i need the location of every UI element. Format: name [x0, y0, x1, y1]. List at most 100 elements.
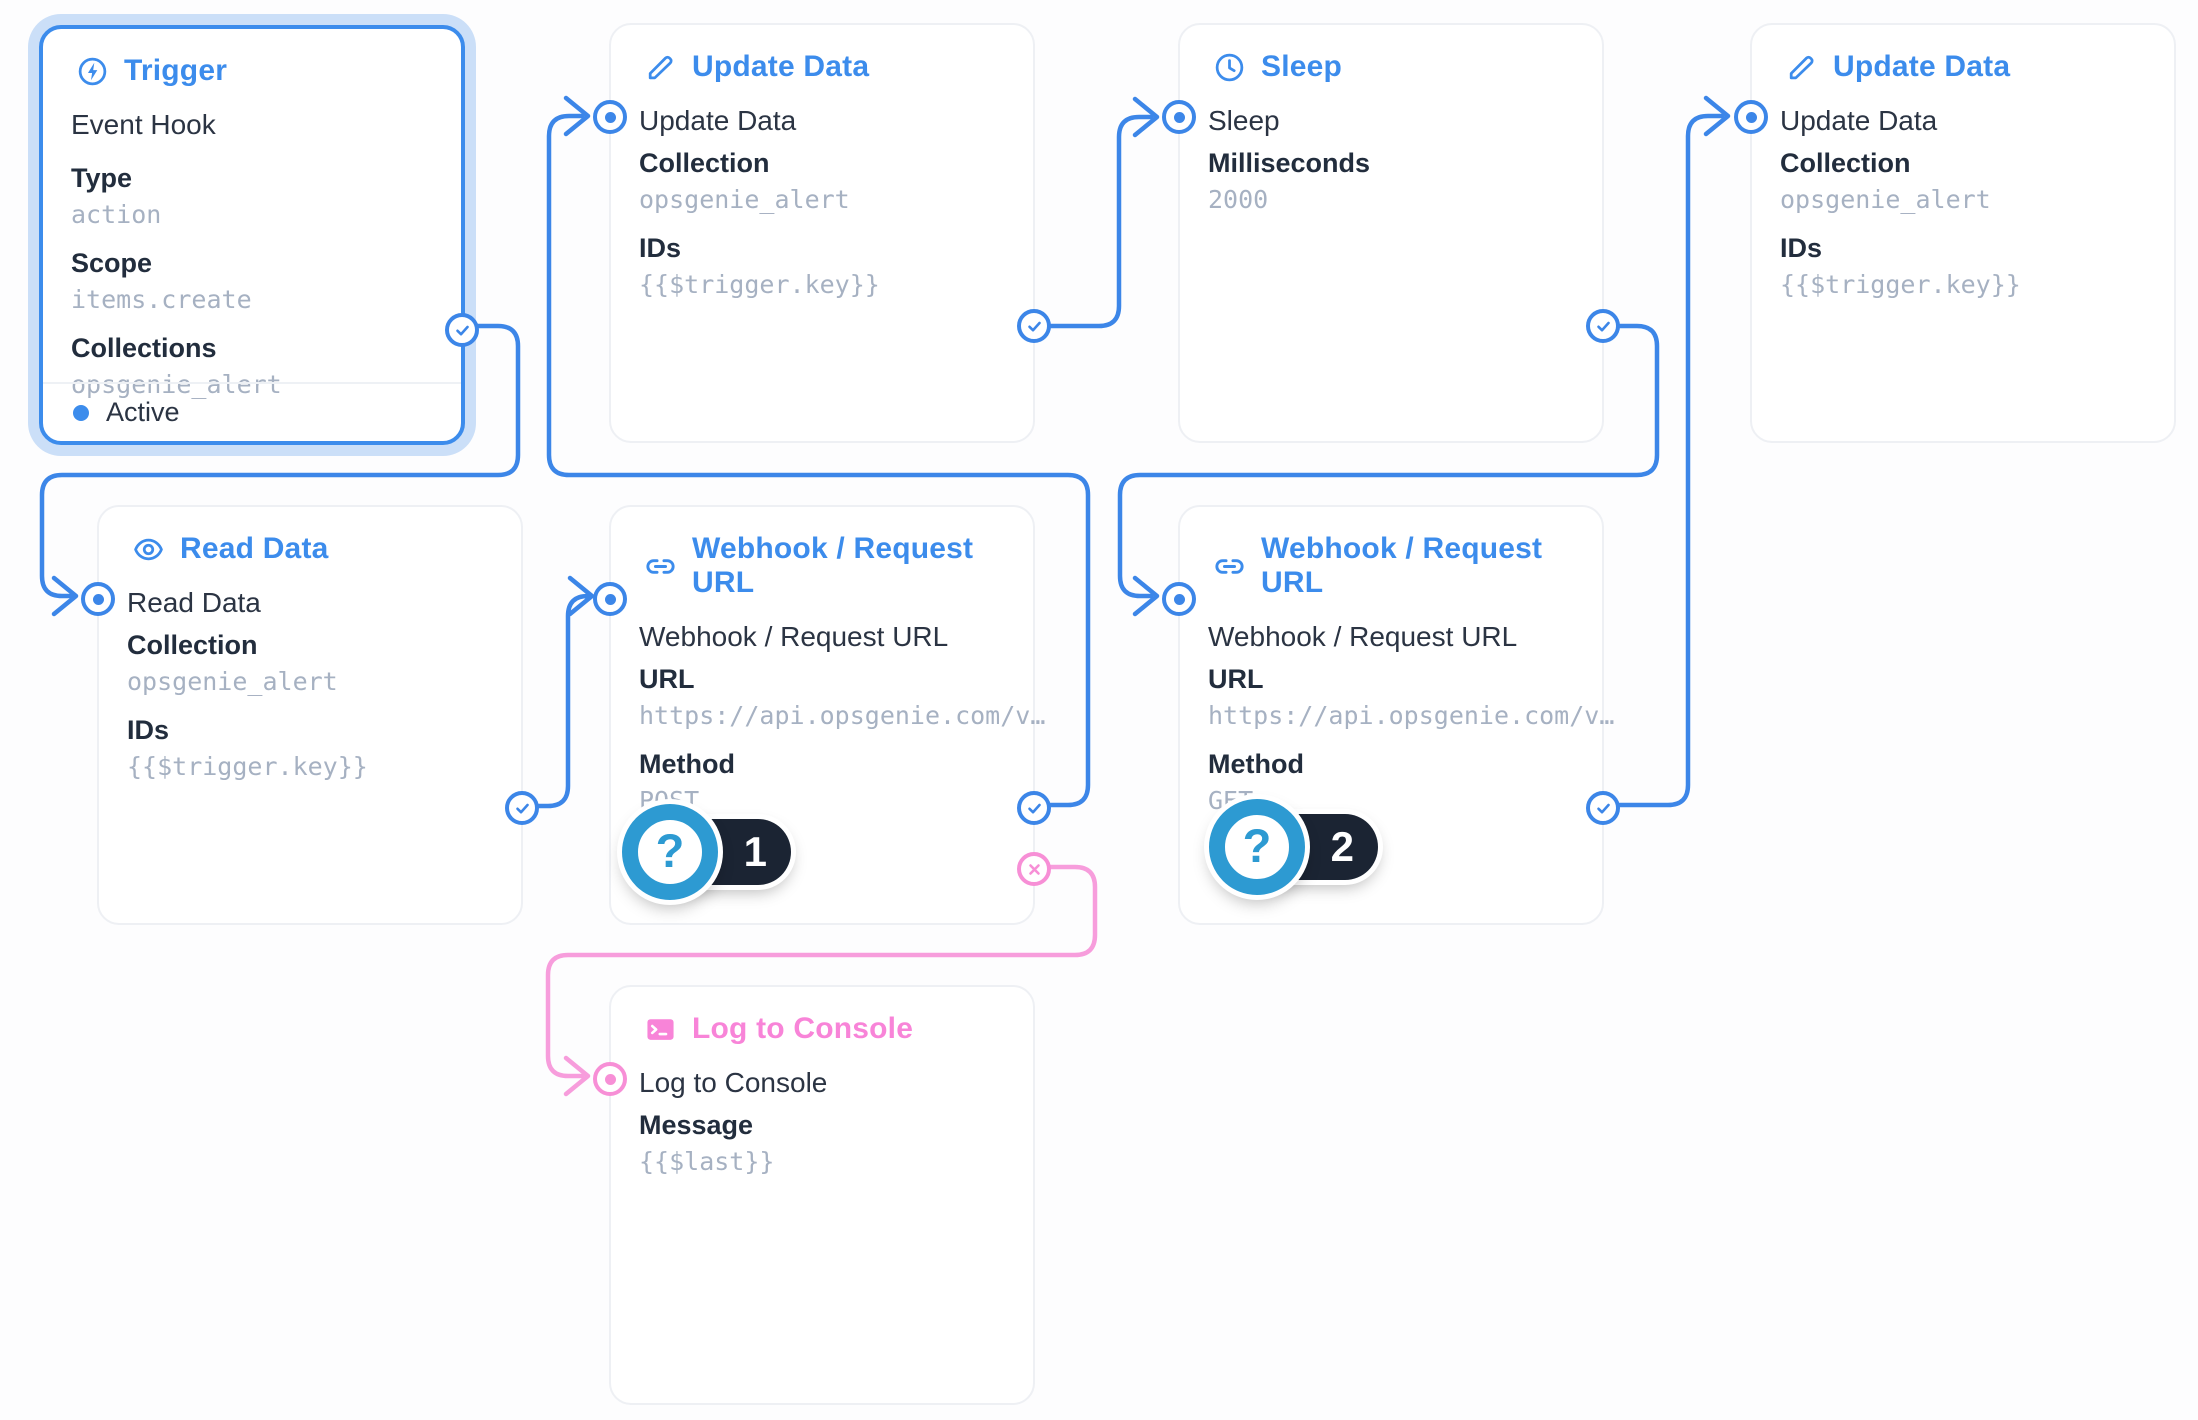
connector-reject[interactable] — [1017, 852, 1051, 886]
check-icon — [455, 325, 469, 335]
bolt-circle-icon — [78, 57, 107, 85]
node-operation-name: Read Data — [127, 587, 261, 618]
node-operation-name: Log to Console — [639, 1067, 828, 1098]
node-title: Webhook / Request URL — [1261, 532, 1543, 599]
field-value: opsgenie_alert — [71, 370, 282, 399]
field-value: {{$last}} — [639, 1147, 775, 1176]
node-header: Update Data — [611, 25, 1033, 84]
field-label: Collection — [1780, 148, 1911, 178]
field-value: opsgenie_alert — [127, 667, 338, 696]
link-icon — [646, 558, 675, 574]
wire-webhook-post-to-update-data-1 — [546, 95, 1091, 808]
status-badge: Active — [106, 397, 180, 427]
connector-input[interactable] — [1162, 100, 1196, 134]
node-title: Sleep — [1261, 50, 1343, 83]
connector-resolve[interactable] — [1586, 791, 1620, 825]
field-value: {{$trigger.key}} — [1780, 270, 2021, 299]
node-header: Webhook / Request URL — [1180, 507, 1602, 600]
check-icon — [1027, 803, 1041, 813]
pencil-icon — [648, 55, 673, 79]
node-title: Update Data — [692, 50, 870, 83]
field-label: Method — [639, 749, 735, 779]
node-update-data-2[interactable]: Update Data Update Data Collection opsge… — [1734, 23, 2176, 443]
check-icon — [1596, 321, 1610, 331]
input-dot-icon — [604, 1073, 616, 1085]
node-header: Log to Console — [611, 987, 1033, 1046]
link-icon — [1215, 558, 1244, 574]
node-operation-name: Sleep — [1208, 105, 1280, 136]
node-operation-name: Update Data — [1780, 105, 1938, 136]
field-value: action — [71, 200, 162, 229]
field-label: IDs — [1780, 233, 1823, 263]
pencil-icon — [1789, 55, 1814, 79]
connector-resolve[interactable] — [1017, 791, 1051, 825]
connector-resolve[interactable] — [505, 791, 539, 825]
connector-resolve[interactable] — [1586, 309, 1620, 343]
node-title: Trigger — [124, 54, 228, 87]
terminal-icon — [647, 1018, 674, 1040]
connector-resolve[interactable] — [1017, 309, 1051, 343]
node-trigger[interactable]: Trigger Event Hook Type action Scope ite… — [39, 25, 479, 445]
field-value: https://api.opsgenie.com/v… — [639, 701, 1046, 730]
field-label: Message — [639, 1110, 754, 1140]
field-label: Collection — [127, 630, 258, 660]
node-title: Webhook / Request URL — [692, 532, 974, 599]
wire-sleep-to-webhook-get — [1117, 323, 1660, 617]
connector-input[interactable] — [593, 100, 627, 134]
check-icon — [1027, 321, 1041, 331]
input-dot-icon — [1745, 111, 1757, 123]
field-label: URL — [1208, 664, 1264, 694]
node-operation-name: Webhook / Request URL — [639, 621, 949, 652]
field-label: Scope — [71, 248, 153, 278]
question-mark-icon: ? — [1209, 799, 1305, 895]
field-label: IDs — [639, 233, 682, 263]
field-value: items.create — [71, 285, 252, 314]
input-dot-icon — [604, 593, 616, 605]
wire-webhook-get-to-update-data-2 — [1595, 95, 1731, 808]
x-icon — [1028, 863, 1040, 875]
connector-input[interactable] — [593, 1062, 627, 1096]
field-label: Collections — [71, 333, 217, 363]
node-header: Update Data — [1752, 25, 2174, 84]
node-log-to-console[interactable]: Log to Console Log to Console Message {{… — [593, 985, 1035, 1405]
connector-input[interactable] — [81, 582, 115, 616]
eye-icon — [134, 538, 163, 560]
connector-resolve[interactable] — [445, 313, 479, 347]
node-title: Log to Console — [692, 1012, 914, 1045]
field-label: Method — [1208, 749, 1304, 779]
clock-icon — [1215, 53, 1244, 81]
field-label: IDs — [127, 715, 170, 745]
node-header: Webhook / Request URL — [611, 507, 1033, 600]
node-sleep[interactable]: Sleep Sleep Milliseconds 2000 — [1162, 23, 1620, 443]
connector-input[interactable] — [1734, 100, 1768, 134]
question-mark-icon: ? — [622, 804, 718, 900]
field-value: {{$trigger.key}} — [127, 752, 368, 781]
trigger-status-row: Active — [43, 382, 461, 441]
field-label: URL — [639, 664, 695, 694]
wire-trigger-to-read-data — [39, 323, 521, 617]
badge-count: 1 — [743, 828, 767, 875]
connector-input[interactable] — [593, 582, 627, 616]
active-status-dot-icon — [73, 404, 89, 421]
node-title: Update Data — [1833, 50, 2011, 83]
field-value: https://api.opsgenie.com/v… — [1208, 701, 1615, 730]
input-dot-icon — [1173, 111, 1185, 123]
connector-input[interactable] — [1162, 582, 1196, 616]
node-title: Read Data — [180, 532, 329, 565]
node-update-data-1[interactable]: Update Data Update Data Collection opsge… — [593, 23, 1051, 443]
field-value: {{$trigger.key}} — [639, 270, 880, 299]
field-label: Collection — [639, 148, 770, 178]
input-dot-icon — [604, 111, 616, 123]
node-operation-name: Webhook / Request URL — [1208, 621, 1518, 652]
node-operation-name: Event Hook — [71, 109, 216, 140]
input-dot-icon — [1173, 593, 1185, 605]
check-icon — [515, 803, 529, 813]
check-icon — [1596, 803, 1610, 813]
node-read-data[interactable]: Read Data Read Data Collection opsgenie_… — [81, 505, 539, 925]
field-value: opsgenie_alert — [639, 185, 850, 214]
badge-count: 2 — [1330, 823, 1354, 870]
field-label: Milliseconds — [1208, 148, 1371, 178]
node-trigger-header: Trigger — [43, 29, 461, 88]
